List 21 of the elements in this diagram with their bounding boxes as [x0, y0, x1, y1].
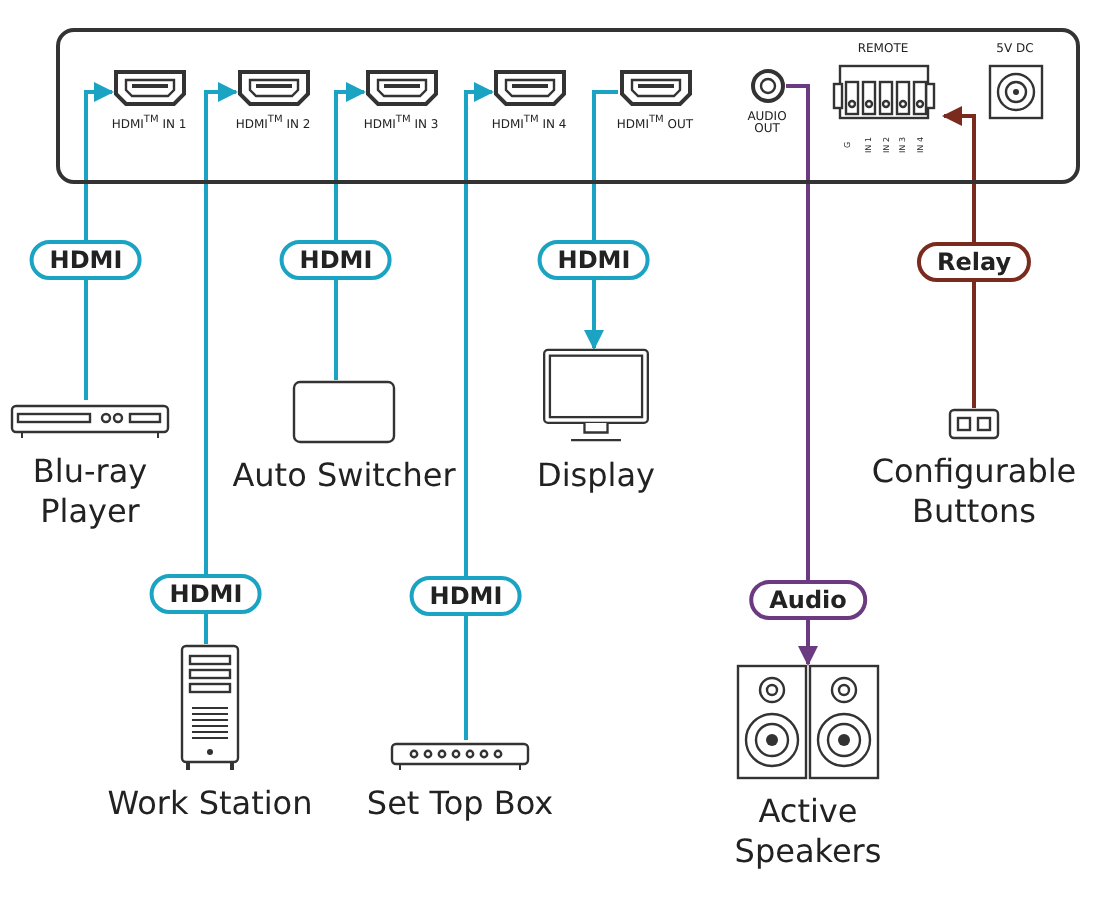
cable-arrow: [786, 84, 818, 666]
edge-label: HDMI: [409, 576, 523, 616]
edge-label: Audio: [749, 580, 867, 620]
edge-label: HDMI: [149, 574, 263, 614]
cable-arrow: [84, 82, 114, 400]
edge-label: HDMI: [29, 240, 143, 280]
device-label: Set Top Box: [366, 784, 554, 824]
device-label: Work Station: [107, 784, 313, 824]
cable-arrow: [204, 82, 238, 644]
edge-label: HDMI: [279, 240, 393, 280]
device-label: Display: [537, 456, 655, 496]
device-label: Blu-ray Player: [30, 452, 150, 532]
cable-arrow: [464, 82, 494, 740]
cable-arrow: [942, 106, 976, 408]
device-label: Configurable Buttons: [869, 452, 1079, 532]
edge-label: Relay: [916, 242, 1032, 282]
device-label: Auto Switcher: [232, 456, 456, 496]
cable-arrow: [334, 82, 366, 380]
device-panel: [56, 28, 1080, 184]
edge-label: HDMI: [537, 240, 651, 280]
device-label: Active Speakers: [732, 792, 884, 872]
